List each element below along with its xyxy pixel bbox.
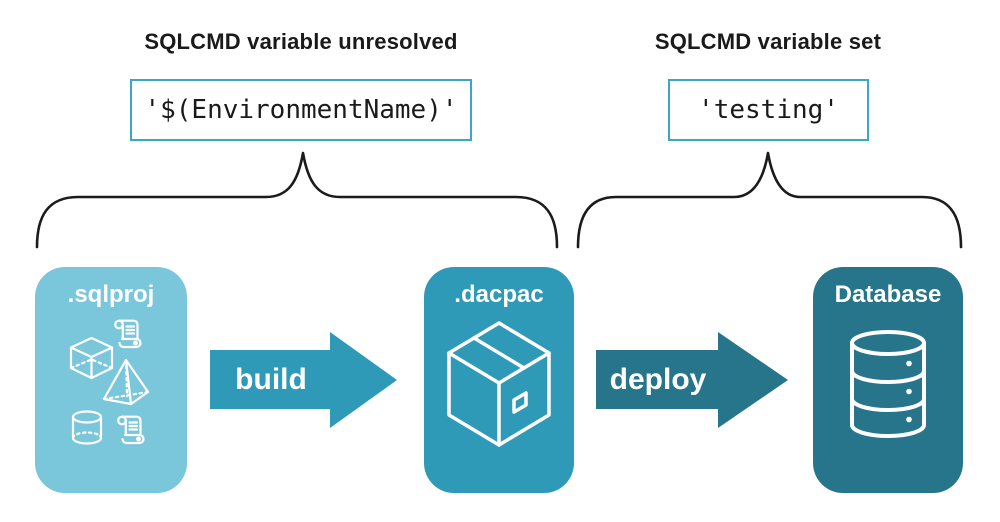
deploy-arrow-shape [596,332,788,428]
build-arrow-shape [210,332,397,428]
scroll-icon [114,319,142,349]
right-brace-icon [576,151,963,249]
node-dacpac-label: .dacpac [454,281,544,308]
node-dacpac: .dacpac [424,267,574,493]
left-brace-icon [35,151,559,249]
cylinder-icon [71,410,103,445]
node-sqlproj-label: .sqlproj [67,281,155,308]
set-variable-code-box: 'testing' [668,79,869,141]
cube-icon [69,336,114,380]
deploy-arrow-label: deploy [609,363,707,396]
build-arrow-label: build [235,363,307,396]
database-cylinder-icon [850,330,926,438]
node-database-label: Database [834,281,942,308]
sql-objects-icon [69,319,150,445]
package-box-icon [447,321,551,447]
heading-variable-set: SQLCMD variable set [654,29,882,54]
node-sqlproj: .sqlproj [35,267,187,493]
heading-variable-unresolved: SQLCMD variable unresolved [144,29,458,54]
node-database: Database [813,267,963,493]
pyramid-icon [102,358,150,406]
scroll-icon [117,415,145,445]
unresolved-variable-code-box: '$(EnvironmentName)' [130,79,472,141]
